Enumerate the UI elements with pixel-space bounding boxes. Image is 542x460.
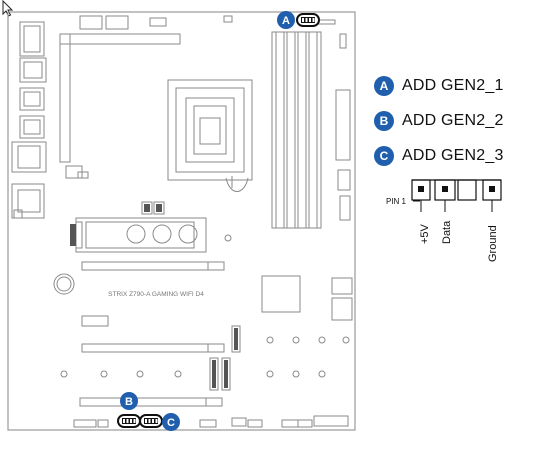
legend-label-c: ADD GEN2_3 [402,147,504,164]
svg-text:A: A [282,15,290,27]
add-gen2-2-header [117,414,141,428]
pin-label-ground: Ground [487,225,499,262]
legend-badge-c: C [374,146,394,166]
legend-label-a: ADD GEN2_1 [402,77,504,94]
add-gen2-1-header [296,13,320,27]
legend-item-a: A ADD GEN2_1 [374,74,504,98]
legend-label-b: ADD GEN2_2 [402,112,504,129]
board-model-silk: STRIX Z790-A GAMING WIFI D4 [108,291,204,298]
marker-c-badge: C [162,413,180,431]
legend-item-b: B ADD GEN2_2 [374,109,504,133]
pin-label-5v: +5V [419,223,431,244]
legend-badge-b: B [374,111,394,131]
pinout-diagram: PIN 1 +5V Data Ground [386,179,502,262]
marker-a-badge: A [277,11,295,29]
board-outline [7,11,356,431]
pin1-label: PIN 1 [386,197,407,206]
add-gen2-3-header [139,414,163,428]
svg-text:C: C [167,417,175,429]
legend-item-c: C ADD GEN2_3 [374,144,504,168]
marker-b-badge: B [120,392,138,410]
mouse-pointer-icon [2,0,14,17]
legend-badge-a: A [374,76,394,96]
pin-label-data: Data [441,220,453,244]
svg-text:B: B [125,396,133,408]
